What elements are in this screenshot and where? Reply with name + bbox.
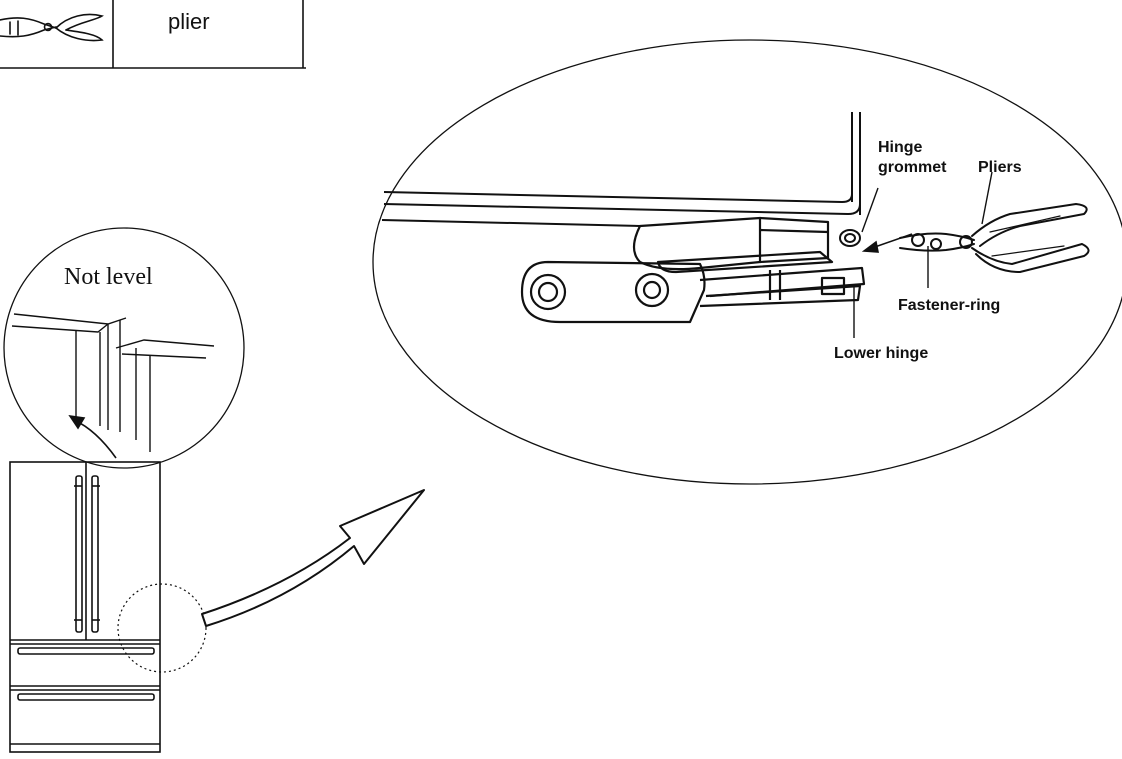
hinge-locator-circle	[117, 583, 207, 673]
right-door-handle	[91, 475, 99, 633]
cabinet-edge	[381, 112, 861, 227]
uneven-doors-illustration	[11, 313, 215, 452]
left-door-handle	[75, 475, 83, 633]
lower-drawer-handle	[17, 693, 155, 701]
tool-table	[0, 0, 306, 69]
label-hinge-grommet-line1: Hinge	[878, 139, 923, 156]
not-level-circle	[3, 227, 245, 469]
not-level-callout: Not level	[3, 227, 245, 469]
label-lower-hinge: Lower hinge	[834, 345, 928, 362]
not-level-pointer-arrow	[68, 414, 117, 459]
hinge-detail-callout: Hinge grommet Pliers Fastener-ring Lower…	[372, 39, 1122, 485]
tool-name: plier	[168, 9, 210, 34]
leader-lines	[853, 171, 993, 338]
label-fastener-ring: Fastener-ring	[898, 297, 1000, 314]
label-hinge-grommet-line2: grommet	[878, 159, 947, 176]
label-pliers: Pliers	[978, 159, 1022, 176]
pliers-illustration	[899, 203, 1090, 273]
install-arrow	[861, 233, 913, 253]
fridge-body	[9, 461, 161, 753]
detail-ellipse	[372, 39, 1122, 485]
hinge-grommet	[839, 187, 879, 247]
upper-drawer-handle	[17, 647, 155, 655]
lower-hinge	[520, 260, 866, 324]
detail-pointer-arrow	[201, 489, 425, 627]
pliers-icon	[0, 13, 104, 42]
refrigerator	[9, 461, 161, 753]
not-level-label: Not level	[64, 264, 153, 290]
